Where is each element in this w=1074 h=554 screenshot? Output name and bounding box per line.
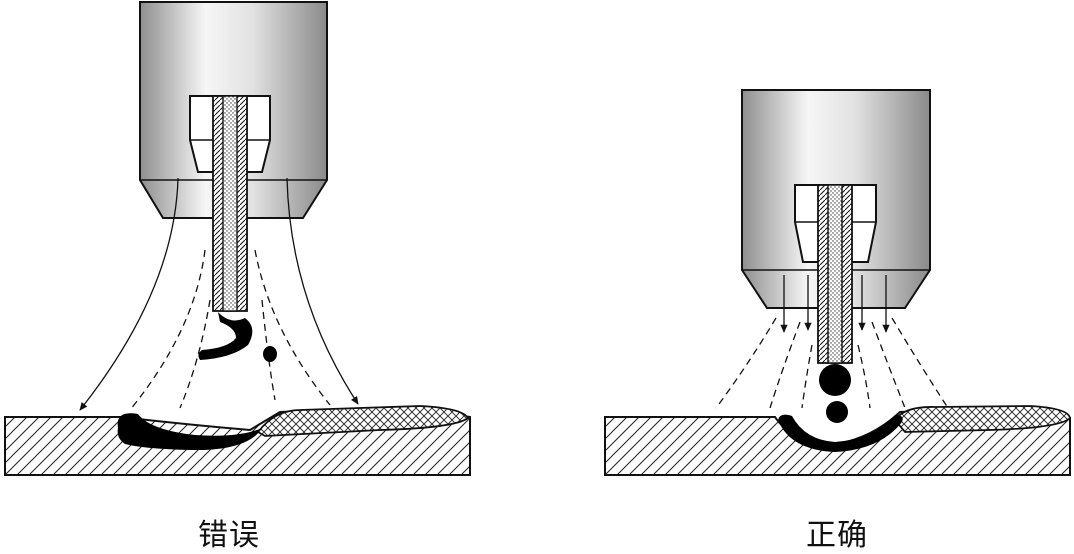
molten-pool-right <box>778 414 903 452</box>
droplet-large-right <box>819 364 851 396</box>
weld-bead-left <box>256 405 470 437</box>
correct-setup <box>604 89 1071 476</box>
caption-correct: 正确 <box>806 518 868 553</box>
wrong-setup <box>4 1 471 476</box>
spatter-droplet-left <box>198 312 253 360</box>
wire-core-right <box>827 184 843 364</box>
wire-core-left <box>222 95 238 312</box>
droplet-small-right <box>826 401 848 423</box>
spatter-dot-left <box>263 346 277 362</box>
molten-pool-left <box>117 413 263 450</box>
weld-bead-right <box>893 405 1071 433</box>
caption-wrong: 错误 <box>198 518 260 553</box>
